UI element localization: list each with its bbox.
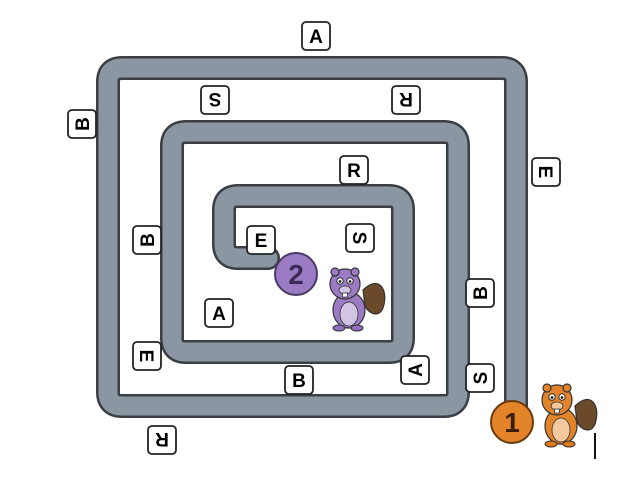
sign: B	[132, 225, 162, 255]
sign: E	[531, 157, 561, 187]
sign: E	[246, 225, 276, 255]
sign: E	[132, 341, 162, 371]
sign: B	[465, 278, 495, 308]
sign-letter: B	[73, 117, 94, 131]
sign: S	[200, 85, 230, 115]
sign: A	[301, 21, 331, 51]
sign: S	[465, 363, 495, 393]
sign-letter: R	[399, 88, 413, 109]
sign: R	[391, 85, 421, 115]
sign: B	[67, 109, 97, 139]
sign-letter: A	[406, 363, 427, 377]
text-cursor	[594, 433, 596, 459]
sign-letter: S	[348, 232, 369, 245]
sign-letter: A	[309, 27, 323, 48]
sign-letter: S	[471, 372, 492, 385]
sign-letter: E	[135, 350, 156, 363]
sign-letter: B	[292, 371, 306, 392]
sign-letter: S	[209, 88, 222, 109]
orange-beaver[interactable]	[541, 383, 598, 448]
marker-number: 2	[288, 259, 304, 290]
start-marker-2[interactable]: 2	[274, 252, 318, 296]
sign: B	[284, 365, 314, 395]
letter-signs: A B S R E R E S	[67, 21, 561, 455]
sign: A	[400, 355, 430, 385]
sign-letter: E	[255, 231, 268, 252]
purple-beaver[interactable]	[329, 267, 386, 332]
sign: S	[345, 223, 375, 253]
sign-letter: R	[347, 161, 361, 182]
marker-number: 1	[504, 407, 520, 438]
sign: R	[147, 425, 177, 455]
sign-letter: B	[471, 286, 492, 300]
sign-letter: B	[138, 233, 159, 247]
sign: A	[204, 298, 234, 328]
start-marker-1[interactable]: 1	[490, 400, 534, 444]
sign-letter: A	[212, 304, 226, 325]
sign: R	[339, 155, 369, 185]
sign-letter: E	[534, 166, 555, 179]
spiral-road	[96, 56, 528, 424]
sign-letter: R	[155, 428, 169, 449]
